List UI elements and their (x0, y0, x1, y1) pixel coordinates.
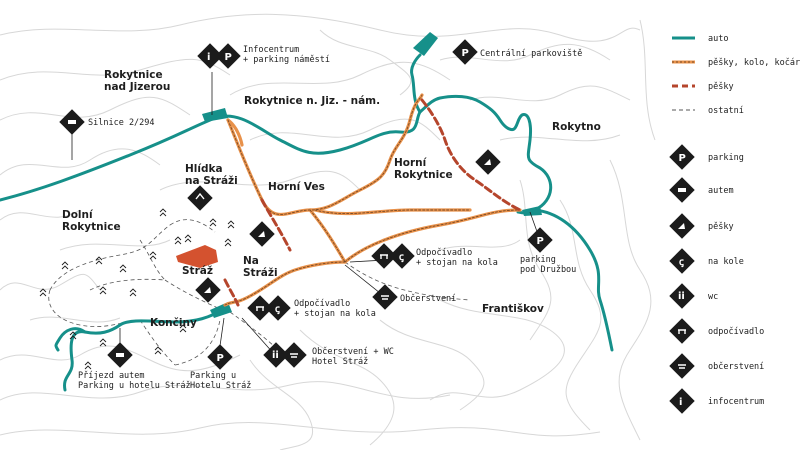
parking-icon: P (679, 153, 686, 164)
legend-item-refreshment (669, 353, 695, 379)
label-konciny: Končiny (150, 317, 197, 329)
svg-text:P: P (462, 48, 469, 59)
legend: auto pěšky, kolo, kočárek pěšky ostatní … (669, 34, 800, 414)
svg-text:ꞔ: ꞔ (275, 304, 280, 315)
road-main (0, 94, 553, 215)
legend-line-trail: pěšky, kolo, kočárek (672, 57, 800, 68)
legend-label: pěšky, kolo, kočárek (708, 57, 800, 68)
label-frantiskov: Františkov (482, 303, 544, 315)
road-south (63, 306, 227, 392)
legend-line-auto: auto (672, 34, 728, 44)
road-south-left (54, 327, 87, 352)
walking-icon (195, 277, 221, 303)
svg-text:P: P (225, 52, 232, 63)
svg-text:P: P (537, 236, 544, 247)
parking-square-shape (202, 108, 228, 122)
svg-text:ꞔ: ꞔ (399, 252, 404, 263)
footpaths (223, 98, 522, 307)
bicycle-icon: ꞔ (389, 243, 415, 269)
legend-label: auto (708, 34, 728, 44)
note-silnice: Silnice 2/294 (88, 118, 155, 128)
svg-text:P: P (217, 353, 224, 364)
walking-icon (678, 223, 685, 229)
legend-item-bicycle: ꞔ (669, 248, 695, 274)
bench-icon (678, 329, 686, 334)
legend-item-parking: P (669, 144, 695, 170)
legend-line-other: ostatní (672, 106, 744, 116)
legend-label: pěšky (708, 221, 734, 232)
map-markers: i P P ꞔ P ꞔ ii P (59, 39, 553, 370)
parking-icon: P (215, 43, 241, 69)
car-icon (678, 188, 686, 192)
label-horni-ves: Horní Ves (268, 181, 325, 193)
svg-text:ii: ii (272, 350, 279, 361)
legend-item-info: i (669, 388, 695, 414)
refreshment-icon (678, 364, 686, 369)
legend-label: parking (708, 153, 744, 163)
note-centralni-parkoviste: Centrální parkoviště (480, 48, 582, 59)
refreshment-icon (281, 342, 307, 368)
label-rokytnice-nam: Rokytnice n. Jiz. - nám. (244, 95, 380, 107)
svg-text:i: i (207, 52, 210, 63)
legend-item-wc: ii (669, 283, 695, 309)
other-paths (48, 219, 471, 366)
label-straz: Stráž (182, 265, 213, 277)
legend-label: ostatní (708, 106, 744, 116)
legend-label: občerstvení (708, 361, 764, 372)
car-icon (59, 109, 85, 135)
note-odpocivadlo-2: Odpočívadlo+ stojan na kola (294, 298, 376, 319)
wc-icon: ii (263, 342, 289, 368)
info-icon: i (679, 397, 682, 408)
bike-trails (223, 93, 522, 307)
legend-label: autem (708, 186, 734, 196)
note-obcerstveni: Občerstvení (400, 293, 456, 304)
wc-icon: ii (678, 291, 685, 302)
contour-lines (0, 13, 656, 450)
forest-symbols (39, 208, 235, 370)
legend-label: na kole (708, 257, 744, 267)
legend-label: odpočívadlo (708, 326, 764, 337)
annotation-labels: Infocentrum+ parking náměstí Centrální p… (78, 45, 582, 391)
bench-icon (187, 185, 213, 211)
note-infocentrum: Infocentrum+ parking náměstí (243, 45, 330, 65)
legend-label: infocentrum (708, 397, 764, 407)
road-north (410, 53, 422, 114)
note-odpocivadlo-1: Odpočívadlo+ stojan na kola (416, 247, 498, 268)
bench-icon (371, 243, 397, 269)
bicycle-icon: ꞔ (265, 295, 291, 321)
walking-icon (249, 221, 275, 247)
parking-druzba-shape (522, 206, 542, 216)
legend-label: wc (708, 292, 718, 302)
legend-line-footpath: pěšky (672, 81, 734, 92)
info-icon: i (197, 43, 223, 69)
label-rokytno: Rokytno (552, 121, 601, 133)
legend-item-car (669, 177, 695, 203)
bench-icon (247, 295, 273, 321)
parking-icon: P (207, 344, 233, 370)
legend-item-walking (669, 213, 695, 239)
legend-label: pěšky (708, 81, 734, 92)
walking-icon (475, 149, 501, 175)
bicycle-icon: ꞔ (679, 257, 684, 268)
hotel-building (176, 245, 218, 268)
refreshment-icon (372, 284, 398, 310)
road-east (533, 208, 614, 352)
parking-icon: P (452, 39, 478, 65)
car-icon (107, 342, 133, 368)
parking-icon: P (527, 227, 553, 253)
legend-item-bench (669, 318, 695, 344)
parking-north-shape (413, 32, 438, 56)
